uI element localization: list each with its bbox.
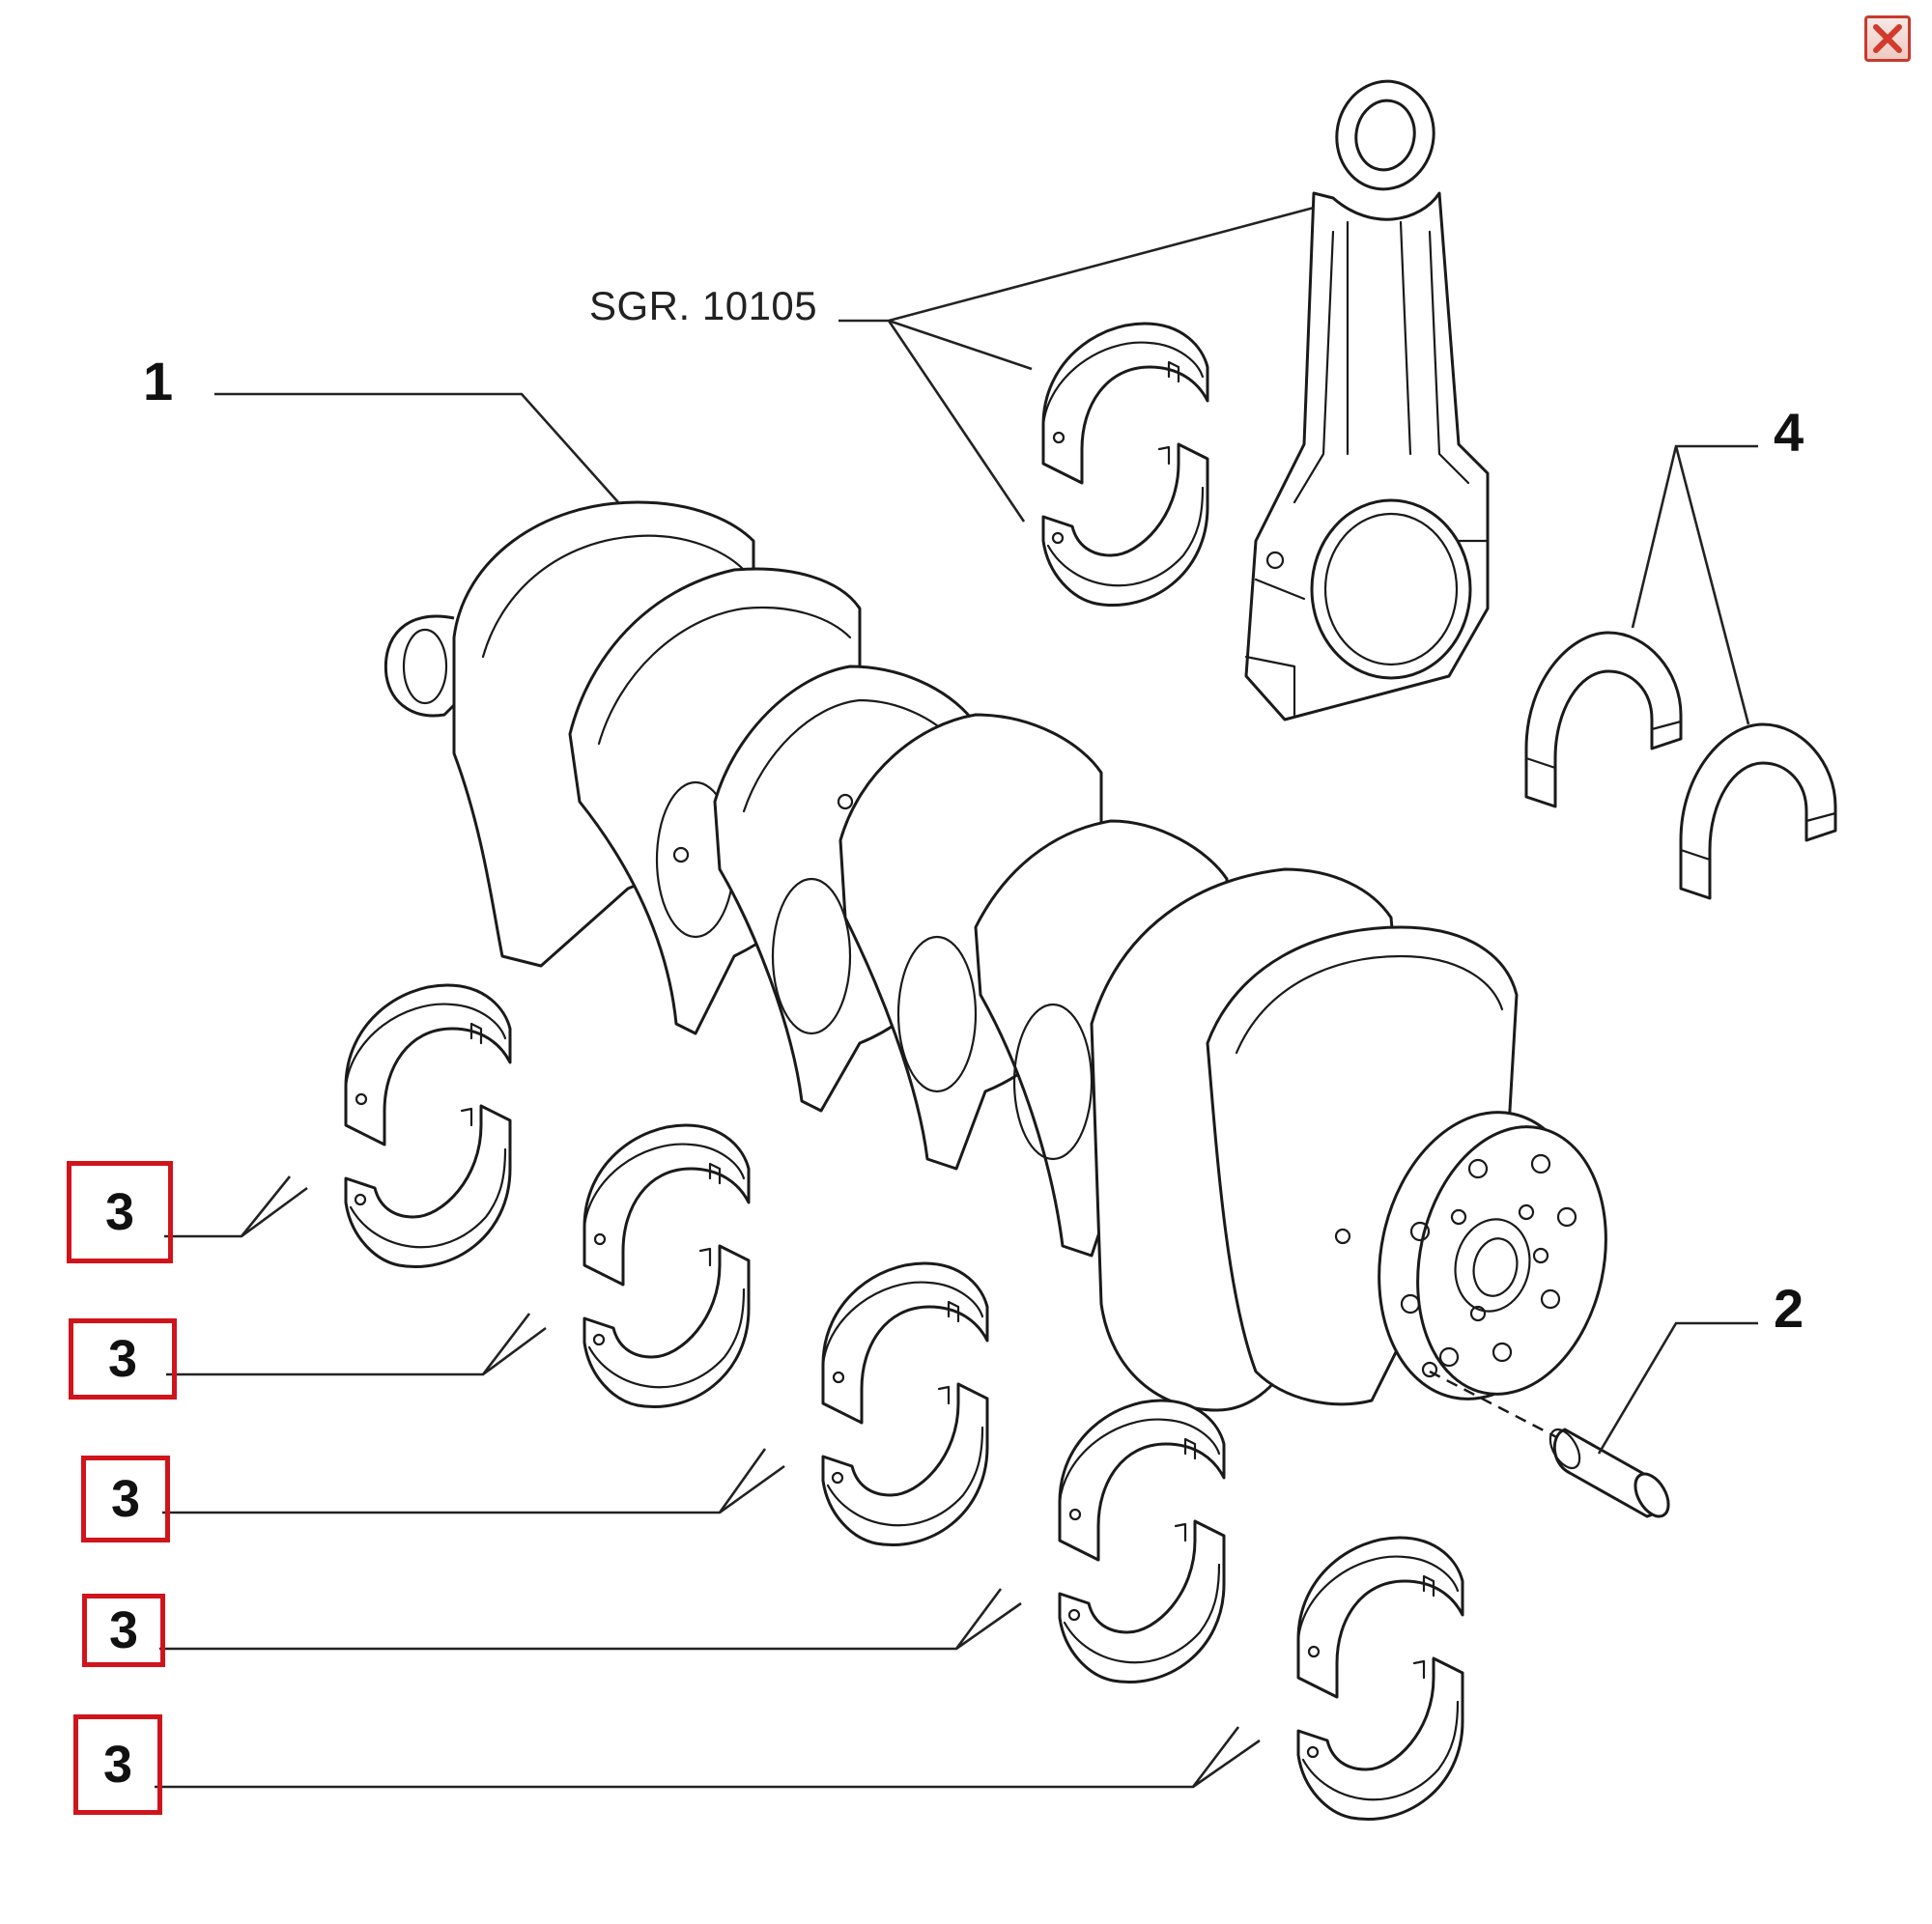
thrust-washer-1 xyxy=(1524,631,1683,808)
callout-main-bearing-1[interactable]: 3 xyxy=(67,1161,173,1263)
leader-lines xyxy=(155,206,1758,1789)
callout-main-bearing-5[interactable]: 3 xyxy=(73,1714,162,1815)
thrust-washer-2 xyxy=(1679,722,1837,900)
callout-sgr-reference[interactable]: SGR. 10105 xyxy=(589,283,818,328)
connecting-rod xyxy=(1244,79,1490,722)
main-bearing-3 xyxy=(821,1261,989,1547)
crankshaft xyxy=(384,500,1607,1412)
main-bearing-2 xyxy=(582,1123,751,1409)
main-bearing-1 xyxy=(344,983,512,1269)
main-bearing-5 xyxy=(1296,1536,1464,1822)
callout-main-bearing-2[interactable]: 3 xyxy=(69,1318,177,1400)
conrod-bearing-shells xyxy=(1041,322,1209,608)
close-button[interactable] xyxy=(1864,15,1911,62)
dowel-alignment-line xyxy=(1429,1370,1571,1446)
callout-main-bearing-4[interactable]: 3 xyxy=(82,1594,165,1667)
callout-crankshaft: 1 xyxy=(143,351,174,411)
main-bearing-4 xyxy=(1058,1399,1226,1684)
callout-main-bearing-3[interactable]: 3 xyxy=(81,1456,170,1542)
callout-dowel-pin: 2 xyxy=(1774,1278,1804,1339)
dowel-pin xyxy=(1548,1428,1670,1518)
close-icon xyxy=(1873,24,1902,53)
callout-thrust-washer: 4 xyxy=(1774,402,1804,463)
